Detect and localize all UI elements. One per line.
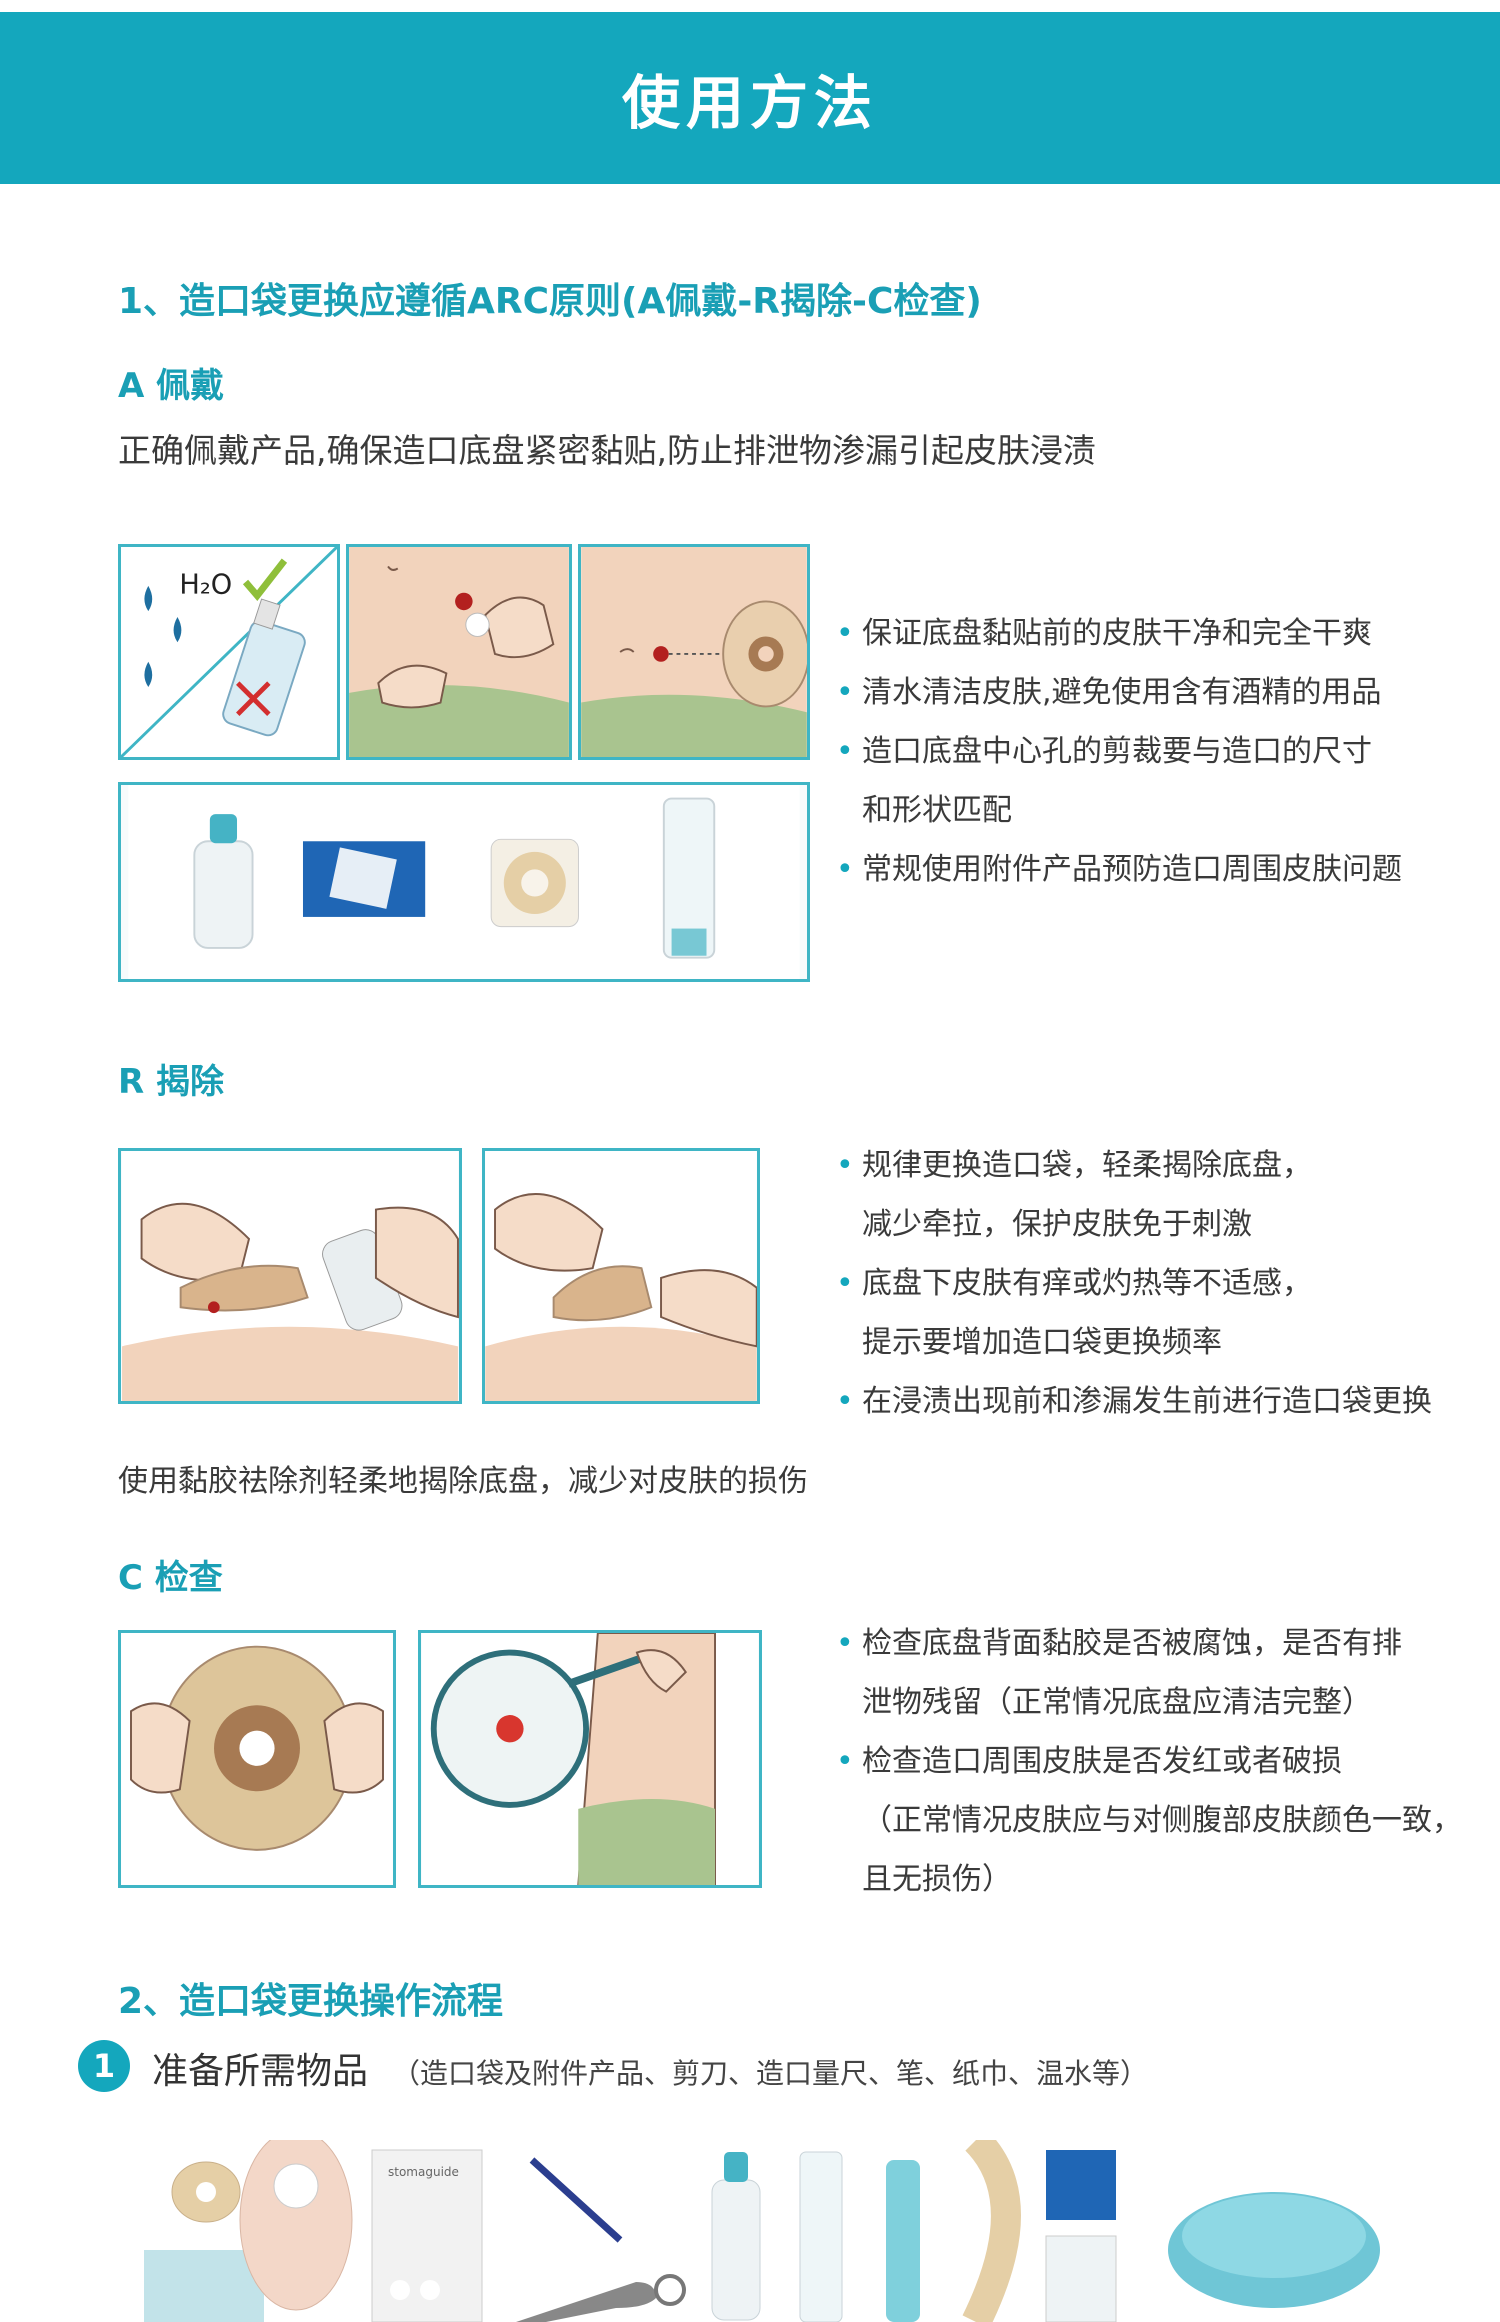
- section-c-bullets: 检查底盘背面黏胶是否被腐蚀，是否有排 泄物残留（正常情况底盘应清洁完整） 检查造…: [832, 1614, 1472, 1909]
- section-r-heading: R 揭除: [118, 1062, 225, 1102]
- remove-spray-illustration: [122, 1151, 459, 1401]
- section1-title: 1、造口袋更换应遵循ARC原则(A佩戴-R揭除-C检查): [118, 281, 982, 322]
- page-title: 使用方法: [621, 69, 878, 137]
- clean-skin-illustration: [349, 547, 569, 757]
- list-item: 常规使用附件产品预防造口周围皮肤问题: [832, 840, 1472, 899]
- section2-title: 2、造口袋更换操作流程: [118, 1981, 504, 2022]
- list-item: 泄物残留（正常情况底盘应清洁完整）: [862, 1685, 1372, 1720]
- list-item: 提示要增加造口袋更换频率: [862, 1325, 1222, 1360]
- section-c-heading: C 检查: [118, 1558, 223, 1598]
- list-item: 底盘下皮肤有痒或灼热等不适感，: [832, 1254, 1472, 1313]
- accessory-products-illustration: [128, 785, 800, 979]
- list-item: （正常情况皮肤应与对侧腹部皮肤颜色一致，: [862, 1803, 1462, 1838]
- panel-measure-stoma: [578, 544, 810, 760]
- section-r-bullets: 规律更换造口袋，轻柔揭除底盘， 减少牵拉，保护皮肤免于刺激 底盘下皮肤有痒或灼热…: [832, 1136, 1472, 1431]
- header-banner: 使用方法: [0, 12, 1500, 184]
- panel-accessory-products: [118, 782, 810, 982]
- peel-baseplate-illustration: [485, 1151, 757, 1401]
- scissors-icon: [516, 2282, 656, 2322]
- list-item: 和形状匹配: [862, 793, 1012, 828]
- list-item: 在浸渍出现前和渗漏发生前进行造口袋更换: [832, 1372, 1472, 1431]
- h2o-label: H₂O: [179, 570, 232, 601]
- panel-remove-spray: [118, 1148, 462, 1404]
- check-baseplate-illustration: [121, 1633, 393, 1885]
- panel-water-no-alcohol: H₂O: [118, 544, 340, 760]
- check-icon: [242, 558, 288, 601]
- list-item: 且无损伤）: [862, 1862, 1012, 1897]
- section-a-bullets: 保证底盘黏贴前的皮肤干净和完全干爽 清水清洁皮肤,避免使用含有酒精的用品 造口底…: [832, 604, 1472, 899]
- panel-check-skin: [418, 1630, 762, 1888]
- water-no-alcohol-illustration: H₂O: [121, 547, 337, 757]
- section-a-desc: 正确佩戴产品,确保造口底盘紧密黏贴,防止排泄物渗漏引起皮肤浸渍: [118, 431, 1096, 470]
- list-item: 减少牵拉，保护皮肤免于刺激: [862, 1207, 1252, 1242]
- panel-peel-baseplate: [482, 1148, 760, 1404]
- cross-icon: [236, 681, 271, 716]
- measure-stoma-illustration: [581, 547, 807, 757]
- section-a-heading: A 佩戴: [118, 366, 225, 406]
- list-item: 规律更换造口袋，轻柔揭除底盘，: [832, 1136, 1472, 1195]
- list-item: 清水清洁皮肤,避免使用含有酒精的用品: [832, 663, 1472, 722]
- check-skin-illustration: [422, 1633, 758, 1885]
- step-title: 准备所需物品: [152, 2051, 369, 2092]
- stomaguide-label: stomaguide: [388, 2165, 459, 2179]
- section-r-desc: 使用黏胶祛除剂轻柔地揭除底盘，减少对皮肤的损伤: [118, 1464, 808, 1499]
- step-number-badge: 1: [78, 2040, 130, 2092]
- panel-check-baseplate: [118, 1630, 396, 1888]
- list-item: 保证底盘黏贴前的皮肤干净和完全干爽: [832, 604, 1472, 663]
- list-item: 检查底盘背面黏胶是否被腐蚀，是否有排: [832, 1614, 1472, 1673]
- step-note: （造口袋及附件产品、剪刀、造口量尺、笔、纸巾、温水等）: [392, 2057, 1149, 2090]
- supplies-illustration: stomaguide: [140, 2140, 1380, 2322]
- panel-clean-skin: [346, 544, 572, 760]
- list-item: 造口底盘中心孔的剪裁要与造口的尺寸: [832, 722, 1472, 781]
- list-item: 检查造口周围皮肤是否发红或者破损: [832, 1732, 1472, 1791]
